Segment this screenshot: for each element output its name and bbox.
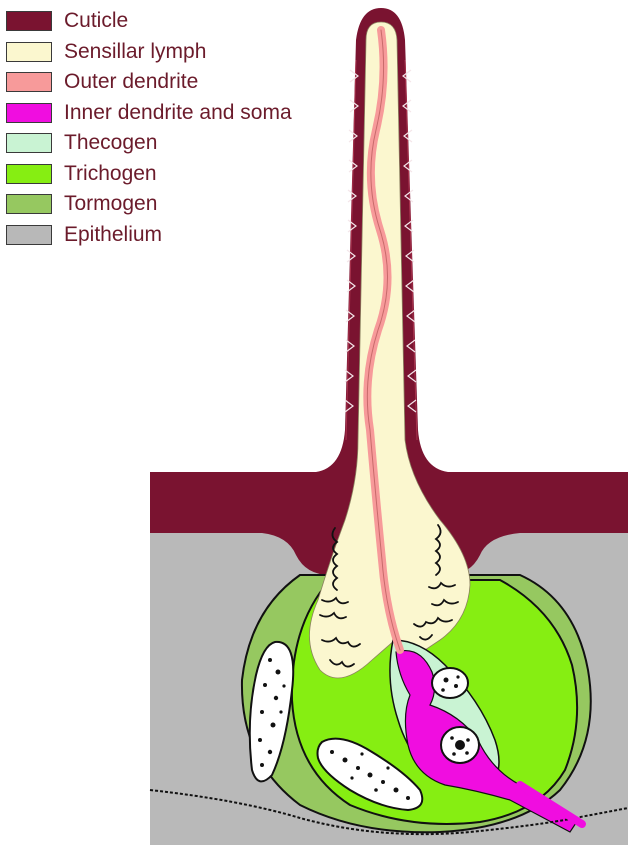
legend-label-inner-dendrite: Inner dendrite and soma [64,101,292,125]
legend-swatch-thecogen [6,133,52,153]
legend-label-trichogen: Trichogen [64,162,157,186]
sensillar-lymph [309,22,470,678]
legend-label-cuticle: Cuticle [64,9,128,33]
legend-swatch-cuticle [6,11,52,31]
legend-swatch-epithelium [6,225,52,245]
legend-label-sensillar-lymph: Sensillar lymph [64,40,206,64]
legend-swatch-sensillar-lymph [6,42,52,62]
legend: Cuticle Sensillar lymph Outer dendrite I… [6,6,292,250]
thecogen-nucleus [432,668,468,698]
legend-item-epithelium: Epithelium [6,220,292,251]
legend-item-tormogen: Tormogen [6,189,292,220]
legend-item-inner-dendrite: Inner dendrite and soma [6,98,292,129]
legend-swatch-outer-dendrite [6,72,52,92]
legend-swatch-trichogen [6,164,52,184]
legend-label-thecogen: Thecogen [64,131,157,155]
legend-label-epithelium: Epithelium [64,223,162,247]
legend-item-sensillar-lymph: Sensillar lymph [6,37,292,68]
legend-item-cuticle: Cuticle [6,6,292,37]
legend-swatch-inner-dendrite [6,103,52,123]
legend-item-outer-dendrite: Outer dendrite [6,67,292,98]
legend-swatch-tormogen [6,194,52,214]
legend-label-outer-dendrite: Outer dendrite [64,70,198,94]
neuron-nucleus [441,727,479,763]
legend-item-trichogen: Trichogen [6,159,292,190]
legend-label-tormogen: Tormogen [64,192,157,216]
legend-item-thecogen: Thecogen [6,128,292,159]
